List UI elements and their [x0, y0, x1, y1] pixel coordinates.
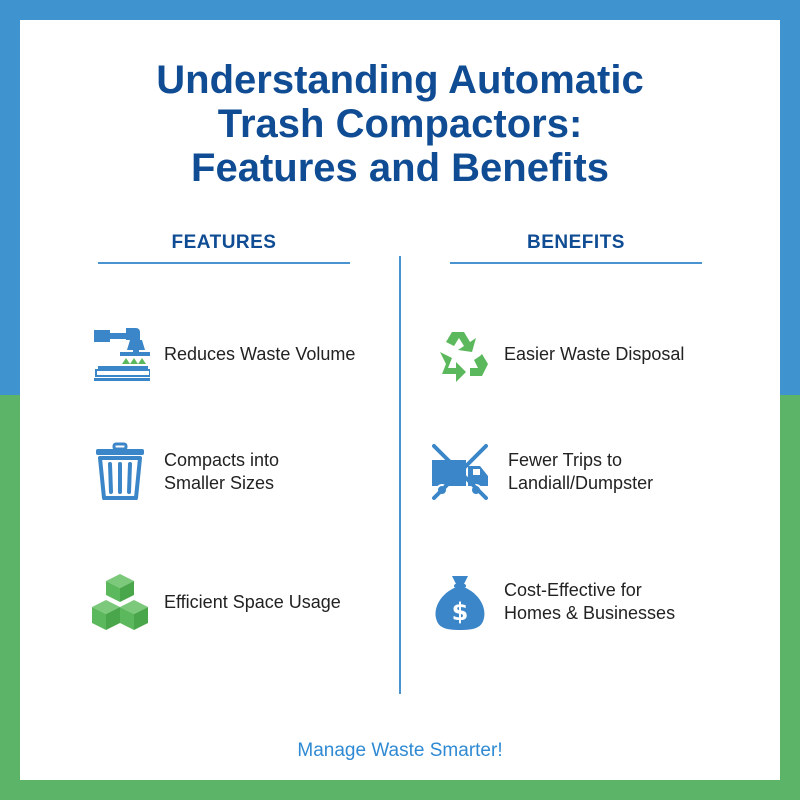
title-line-3: Features and Benefits	[191, 146, 609, 190]
benefit-item-fewer-trips: Fewer Trips to Landiall/Dumpster	[430, 442, 653, 502]
title-line-2: Trash Compactors:	[217, 102, 583, 146]
features-heading: FEATURES	[171, 232, 277, 253]
stacked-boxes-icon	[90, 572, 150, 632]
compactor-press-icon	[90, 324, 150, 384]
page-title: Understanding Automatic Trash Compactors…	[20, 58, 780, 190]
benefits-heading: BENEFITS	[527, 232, 625, 253]
svg-text:$: $	[452, 598, 469, 626]
recycle-icon	[430, 324, 490, 384]
feature-label: Reduces Waste Volume	[164, 343, 356, 364]
benefit-label: Easier Waste Disposal	[504, 343, 685, 364]
benefit-item-disposal: Easier Waste Disposal	[430, 324, 684, 384]
infographic-card: Understanding Automatic Trash Compactors…	[20, 20, 780, 780]
feature-label: Compacts into Smaller Sizes	[164, 450, 280, 493]
features-heading-underline	[98, 262, 350, 264]
benefit-label: Cost-Effective for Homes & Businesses	[504, 580, 676, 623]
feature-item-compacts: Compacts into Smaller Sizes	[90, 442, 279, 502]
feature-item-space: Efficient Space Usage	[90, 572, 341, 632]
feature-item-reduces-volume: Reduces Waste Volume	[90, 324, 355, 384]
trash-can-icon	[90, 442, 150, 502]
benefits-heading-underline	[450, 262, 702, 264]
column-divider	[399, 256, 401, 694]
footer-tagline: Manage Waste Smarter!	[297, 740, 503, 761]
money-bag-icon: $	[430, 572, 490, 632]
feature-label: Efficient Space Usage	[164, 591, 341, 612]
benefit-label: Fewer Trips to Landiall/Dumpster	[508, 450, 654, 493]
crossed-truck-icon	[430, 442, 490, 502]
benefit-item-cost: $ Cost-Effective for Homes & Businesses	[430, 572, 675, 632]
title-line-1: Understanding Automatic	[156, 58, 644, 102]
